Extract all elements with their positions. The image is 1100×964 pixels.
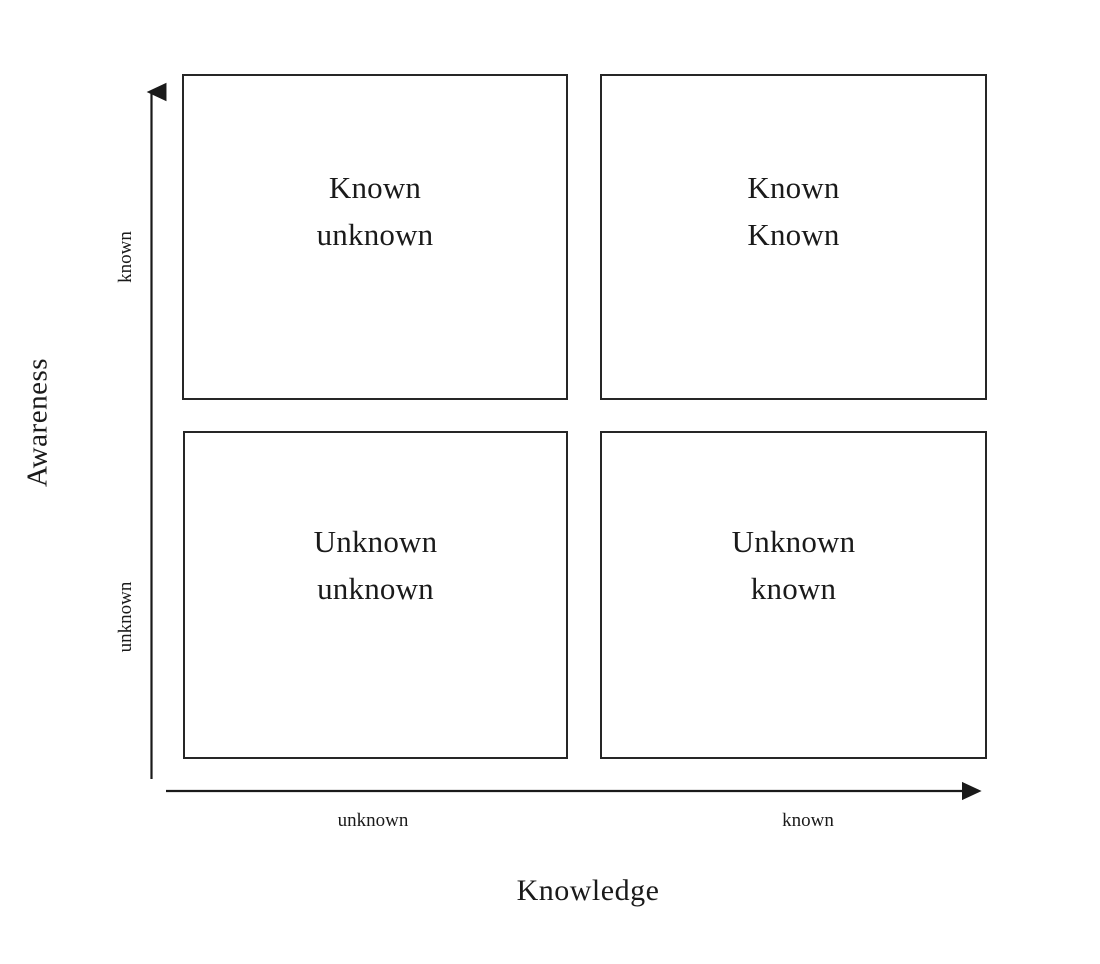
y-axis-tick-unknown: unknown [115,581,136,653]
quadrant-unknown-unknown: Unknown unknown [183,431,568,759]
quadrant-unknown-known-label: Unknown known [731,524,856,606]
x-axis-tick-known: known [782,810,834,831]
quadrant-known-unknown: Known unknown [182,74,568,400]
quadrant-known-known-label: Known Known [747,170,840,252]
y-axis-title: Awareness [21,357,54,488]
quadrant-unknown-unknown-label: Unknown unknown [313,524,438,606]
quadrant-known-known: Known Known [600,74,987,400]
quadrant-known-unknown-label: Known unknown [316,170,434,252]
y-axis-tick-known: known [115,231,136,283]
quadrant-unknown-known: Unknown known [600,431,987,759]
x-axis-title: Knowledge [516,874,660,907]
x-axis-tick-unknown: unknown [337,810,409,831]
